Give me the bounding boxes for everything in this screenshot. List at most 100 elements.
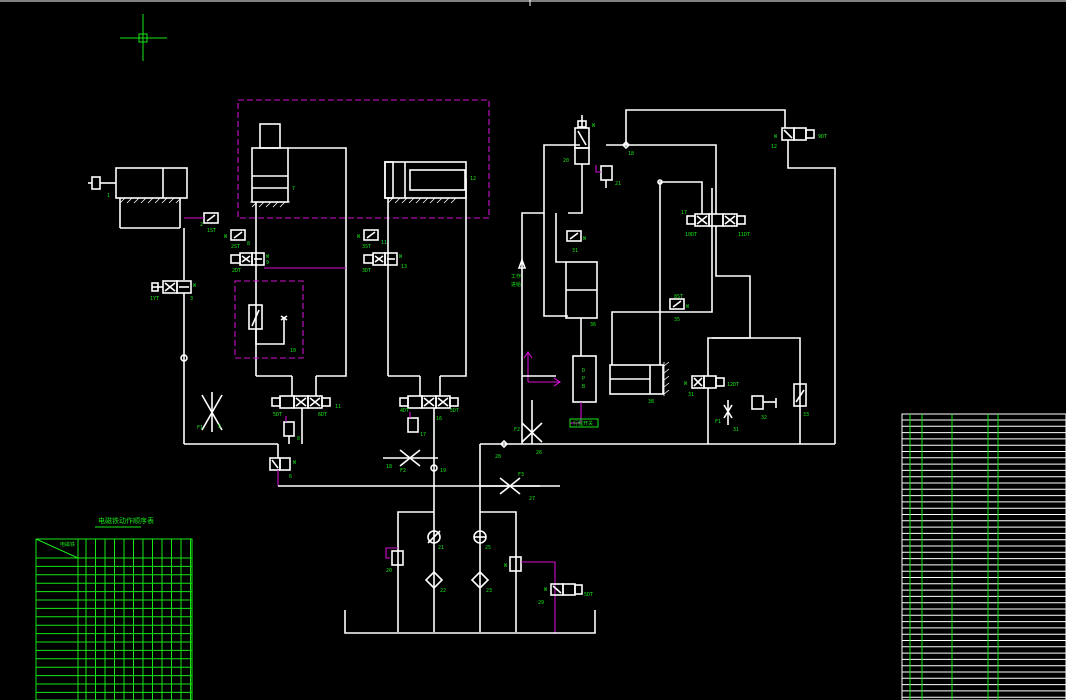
svg-text:6DT: 6DT — [318, 412, 327, 418]
throttle-f1-right[interactable]: F1 31 — [715, 400, 739, 433]
svg-text:17: 17 — [420, 432, 426, 438]
check-valve-28[interactable] — [499, 439, 509, 449]
svg-text:W: W — [544, 587, 548, 593]
cylinder-36[interactable]: 36 — [565, 261, 598, 356]
svg-text:W: W — [357, 234, 361, 240]
svg-text:9: 9 — [266, 260, 269, 266]
relief-valve-21[interactable]: 21 — [595, 165, 621, 188]
solenoid-valve-9dt[interactable]: W 9DT 12 — [771, 127, 827, 150]
svg-text:11: 11 — [381, 240, 387, 246]
svg-text:F3: F3 — [518, 472, 524, 478]
pressure-switch-1st[interactable]: 1ST 2 — [184, 212, 219, 234]
pipe — [521, 144, 580, 444]
ucs-axis-icon — [523, 351, 561, 387]
directional-valve-11-left[interactable]: 5DT 6DT 11 — [271, 395, 341, 418]
pressure-reducing-valve-8[interactable]: 8 — [283, 416, 300, 444]
check-valve-19[interactable] — [430, 464, 438, 472]
svg-text:W: W — [592, 123, 596, 129]
svg-text:17: 17 — [681, 210, 687, 216]
svg-text:W: W — [193, 283, 197, 289]
check-valve-18-right[interactable] — [621, 140, 631, 150]
relief-valve-32[interactable]: 32 — [751, 395, 777, 421]
clamp-cylinder-1[interactable]: 1 — [88, 167, 188, 229]
directional-valve-1yt[interactable]: 1YT 3 W — [150, 280, 197, 302]
pipe — [568, 164, 583, 214]
svg-text:31: 31 — [572, 248, 578, 254]
directional-valve-3dt[interactable]: 3DT 13 W — [362, 252, 407, 274]
pressure-reducing-valve-15[interactable]: 17 16 — [407, 412, 442, 438]
parts-list-table[interactable] — [901, 413, 1066, 700]
oil-tank — [344, 610, 596, 634]
svg-text:W: W — [224, 234, 228, 240]
svg-text:8: 8 — [247, 241, 250, 247]
check-valve-4[interactable] — [180, 354, 188, 362]
svg-text:19: 19 — [440, 468, 446, 474]
svg-text:9DT: 9DT — [818, 134, 827, 140]
throttle-valve-f2[interactable]: 18 F2 — [383, 449, 438, 474]
throttle-valve-f3[interactable]: F3 27 — [480, 472, 540, 502]
svg-text:1ST: 1ST — [207, 228, 216, 234]
pump-21[interactable]: 21 — [427, 530, 444, 551]
pipe — [440, 178, 467, 377]
svg-text:F2: F2 — [514, 427, 520, 433]
pilot-boundary-box-10 — [234, 280, 304, 359]
svg-text:W: W — [293, 460, 297, 466]
pipe — [480, 511, 517, 632]
svg-text:33: 33 — [803, 412, 809, 418]
pipe — [626, 144, 717, 214]
pressure-arrow — [517, 257, 527, 269]
svg-text:2: 2 — [200, 222, 203, 228]
svg-text:18: 18 — [386, 464, 392, 470]
pipe — [659, 181, 703, 365]
pressure-switch-8st[interactable]: W 8ST 35 — [669, 294, 690, 323]
pressure-switch-7st[interactable]: W 31 — [566, 230, 587, 254]
directional-valve-29[interactable]: W 5DT 29 — [538, 583, 593, 606]
directional-valve-2dt[interactable]: 2DT 9 W — [230, 252, 270, 274]
throttle-valve-5[interactable]: F1 5 — [197, 392, 223, 432]
oil-gauge-box[interactable]: D P B — [572, 355, 597, 403]
directional-valve-12dt[interactable]: W 12DT 31 — [684, 375, 739, 398]
svg-text:5: 5 — [218, 424, 221, 430]
directional-valve-14[interactable]: 4DT 5DT — [399, 395, 459, 414]
relief-valve-10[interactable]: 10 — [248, 304, 296, 354]
pipe — [543, 213, 568, 317]
svg-text:35: 35 — [674, 317, 680, 323]
svg-text:16: 16 — [436, 416, 442, 422]
svg-text:23: 23 — [486, 588, 492, 594]
sequence-valve-33[interactable]: 33 — [793, 383, 809, 418]
svg-text:7: 7 — [292, 186, 295, 192]
pipe — [555, 213, 566, 263]
crosshair-cursor-icon[interactable] — [120, 14, 167, 61]
relief-valve-27[interactable]: W — [504, 556, 556, 634]
pipe — [707, 337, 801, 444]
pressure-switch-3st[interactable]: W 3ST 11 — [357, 229, 387, 250]
svg-text:3ST: 3ST — [362, 244, 371, 250]
svg-text:F1: F1 — [197, 425, 203, 431]
svg-text:行程开关: 行程开关 — [573, 420, 593, 427]
svg-text:3: 3 — [190, 296, 193, 302]
directional-valve-11dt[interactable]: 10DT 11DT 17 — [681, 210, 750, 238]
pressure-switch-2st[interactable]: W 2ST 8 — [224, 229, 250, 250]
relief-valve-20[interactable]: 20 — [385, 547, 404, 574]
svg-text:29: 29 — [538, 600, 544, 606]
svg-text:F2: F2 — [400, 468, 406, 474]
solenoid-valve-24[interactable]: 20 W — [563, 115, 596, 165]
throttle-valve-26[interactable]: F2 26 — [514, 400, 543, 456]
press-cylinder-7[interactable]: 7 — [250, 123, 295, 208]
svg-text:28: 28 — [495, 454, 501, 460]
pump-25[interactable]: 25 — [473, 530, 491, 551]
pipe — [787, 140, 836, 444]
pilot-line — [570, 402, 582, 424]
horizontal-cylinder-12[interactable]: 12 — [384, 161, 476, 204]
svg-text:8: 8 — [297, 436, 300, 442]
filter-23[interactable]: 23 — [470, 570, 492, 594]
svg-text:3DT: 3DT — [362, 268, 371, 274]
svg-text:1: 1 — [107, 193, 110, 199]
svg-text:12: 12 — [470, 176, 476, 182]
solenoid-valve-6[interactable]: W 6 — [269, 457, 297, 486]
svg-text:10: 10 — [290, 348, 296, 354]
filter-22[interactable]: 22 — [424, 570, 446, 594]
svg-text:10DT: 10DT — [685, 232, 697, 238]
cylinder-38[interactable]: 38 — [609, 361, 670, 405]
svg-text:W: W — [684, 381, 688, 387]
